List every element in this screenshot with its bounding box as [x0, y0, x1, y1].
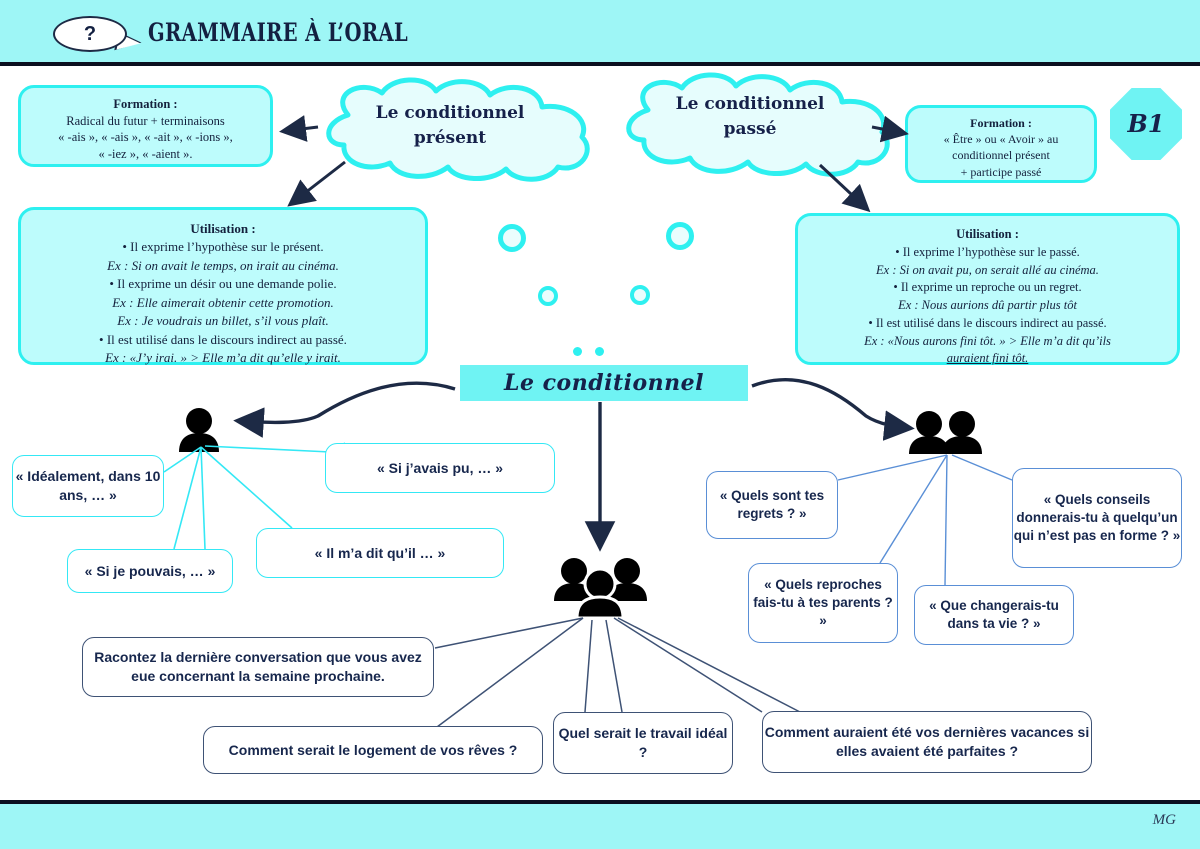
header-divider [0, 62, 1200, 66]
utilisation-passe-example: Ex : Si on avait pu, on serait allé au c… [876, 262, 1099, 277]
bubble-text: « Quels reproches fais-tu à tes parents … [753, 576, 893, 629]
utilisation-passe-example: Ex : Nous aurions dû partir plus tôt [898, 298, 1077, 312]
decorative-ring-icon [666, 222, 694, 250]
bubble-que-changerais-tu[interactable]: « Que changerais-tu dans ta vie ? » [914, 585, 1074, 645]
bubble-quels-conseils[interactable]: « Quels conseils donnerais-tu à quelqu’u… [1012, 468, 1182, 568]
utilisation-present-example: Ex : Si on avait le temps, on irait au c… [107, 257, 339, 273]
utilisation-passe-example: Ex : «Nous aurons fini tôt. » > Elle m’a… [864, 333, 1111, 348]
bubble-logement-reves[interactable]: Comment serait le logement de vos rêves … [203, 726, 543, 774]
footer-band [0, 804, 1200, 849]
formation-present-box: Formation : Radical du futur + terminais… [18, 85, 273, 167]
bubble-si-javais-pu[interactable]: « Si j’avais pu, … » [325, 443, 555, 493]
decorative-ring-icon [538, 286, 558, 306]
arrow-center-to-single-person [233, 381, 456, 438]
center-title-banner: Le conditionnel [460, 365, 748, 401]
formation-passe-line: « Être » ou « Avoir » au [943, 132, 1059, 147]
utilisation-present-line: • Il est utilisé dans le discours indire… [99, 331, 347, 347]
bubble-racontez-conversation[interactable]: Racontez la dernière conversation que vo… [82, 637, 434, 697]
utilisation-passe-box: Utilisation : • Il exprime l’hypothèse s… [795, 213, 1180, 365]
cloud-shape [626, 72, 890, 177]
decorative-dot-icon [595, 347, 604, 356]
bubble-text: Quel serait le travail idéal ? [558, 725, 728, 760]
formation-present-line: « -ais », « -ais », « -ait », « -ions », [58, 130, 233, 144]
bubble-text: Racontez la dernière conversation que vo… [94, 649, 422, 684]
header-band [0, 0, 1200, 62]
cloud-label-line1: Le conditionnel [375, 103, 525, 123]
level-badge-label: B1 [1127, 109, 1165, 138]
cloud-label-line2: passé [723, 118, 777, 139]
bubble-vacances-parfaites[interactable]: Comment auraient été vos dernières vacan… [762, 711, 1092, 773]
arrow-center-to-pair [751, 378, 915, 441]
utilisation-present-example: Ex : Je voudrais un billet, s’il vous pl… [117, 313, 329, 329]
bubble-text: « Quels sont tes regrets ? » [719, 487, 825, 521]
utilisation-present-box: Utilisation : • Il exprime l’hypothèse s… [18, 207, 428, 365]
bubble-il-ma-dit[interactable]: « Il m’a dit qu’il … » [256, 528, 504, 578]
cloud-label-line2: présent [413, 127, 487, 148]
single-person-icon [179, 408, 219, 452]
two-people-icon [909, 411, 982, 454]
bubble-text: Comment auraient été vos dernières vacan… [764, 724, 1090, 759]
formation-passe-line: conditionnel présent [952, 148, 1050, 163]
utilisation-passe-example: auraient fini tôt. [946, 351, 1029, 366]
footer-divider [0, 800, 1200, 804]
center-title-label: Le conditionnel [504, 370, 704, 396]
formation-passe-line: + participe passé [960, 164, 1042, 179]
level-badge: B1 [1110, 88, 1182, 160]
formation-present-title: Formation : [113, 97, 178, 111]
cloud-label: Le conditionnel passé [600, 92, 900, 141]
bubble-quels-reproches[interactable]: « Quels reproches fais-tu à tes parents … [748, 563, 898, 643]
formation-present-line: « -iez », « -aient ». [98, 146, 193, 161]
cloud-conditionnel-present: Le conditionnel présent [300, 75, 600, 185]
question-mark-label: ? [83, 23, 97, 45]
bubble-text: « Quels conseils donnerais-tu à quelqu’u… [1013, 491, 1181, 544]
decorative-ring-icon [630, 285, 650, 305]
cloud-conditionnel-passe: Le conditionnel passé [600, 70, 900, 180]
utilisation-present-example: Ex : «J’y irai. » > Elle m’a dit qu’elle… [105, 350, 341, 366]
rays-group [434, 617, 801, 728]
bubble-text: « Idéalement, dans 10 ans, … » [15, 468, 161, 503]
utilisation-passe-line: • Il exprime l’hypothèse sur le passé. [895, 244, 1080, 259]
question-mark-bubble-icon: ? [53, 16, 127, 52]
cloud-shape [326, 77, 590, 182]
utilisation-passe-title: Utilisation : [956, 227, 1019, 241]
cloud-label: Le conditionnel présent [300, 101, 600, 150]
cloud-label-line1: Le conditionnel [675, 94, 825, 114]
bubble-text: « Si je pouvais, … » [84, 562, 216, 579]
bubble-si-je-pouvais[interactable]: « Si je pouvais, … » [67, 549, 233, 593]
utilisation-present-line: • Il exprime un désir ou une demande pol… [109, 276, 337, 292]
bubble-quels-regrets[interactable]: « Quels sont tes regrets ? » [706, 471, 838, 539]
bubble-idealement[interactable]: « Idéalement, dans 10 ans, … » [12, 455, 164, 517]
utilisation-passe-line: • Il exprime un reproche ou un regret. [893, 280, 1082, 295]
decorative-ring-icon [498, 224, 526, 252]
utilisation-passe-line: • Il est utilisé dans le discours indire… [868, 315, 1107, 330]
bubble-text: Comment serait le logement de vos rêves … [228, 741, 518, 758]
utilisation-present-title: Utilisation : [190, 221, 256, 236]
formation-passe-title: Formation : [970, 116, 1032, 130]
bubble-text: « Il m’a dit qu’il … » [314, 544, 446, 561]
page-title: GRAMMAIRE À L’ORAL [148, 18, 409, 47]
formation-passe-box: Formation : « Être » ou « Avoir » au con… [905, 105, 1097, 183]
author-initials: MG [1152, 812, 1176, 828]
bubble-text: « Que changerais-tu dans ta vie ? » [929, 597, 1059, 631]
bubble-text: « Si j’avais pu, … » [376, 459, 504, 476]
formation-present-line: Radical du futur + terminaisons [66, 113, 225, 128]
group-of-three-people-icon [554, 558, 647, 620]
bubble-travail-ideal[interactable]: Quel serait le travail idéal ? [553, 712, 733, 774]
utilisation-present-line: • Il exprime l’hypothèse sur le présent. [122, 239, 324, 255]
utilisation-present-example: Ex : Elle aimerait obtenir cette promoti… [112, 294, 334, 310]
decorative-dot-icon [573, 347, 582, 356]
